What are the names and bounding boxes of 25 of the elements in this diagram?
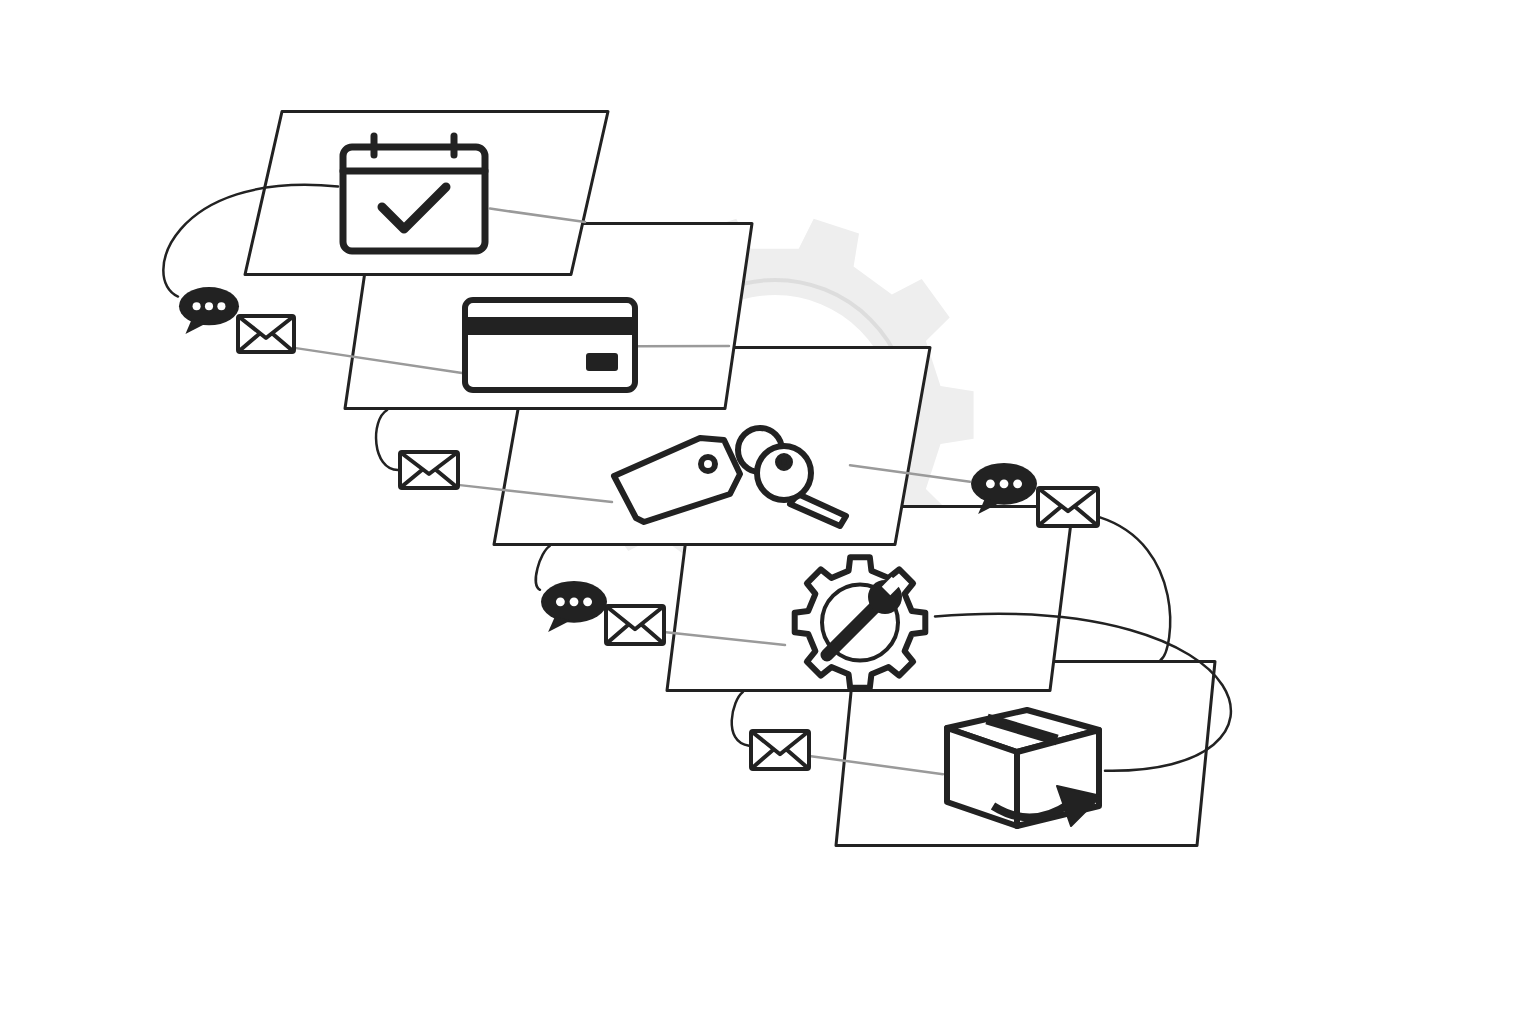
connector-line xyxy=(636,344,731,348)
envelope-icon xyxy=(604,604,666,646)
connector-line xyxy=(1098,516,1172,662)
connector-line xyxy=(488,207,587,224)
calendar-icon xyxy=(338,133,490,255)
connector-line xyxy=(458,483,614,504)
connector-line xyxy=(664,630,787,647)
connector-line xyxy=(730,690,751,747)
chat-bubble-icon xyxy=(970,462,1038,514)
credit-card-icon xyxy=(462,297,638,393)
connector-line xyxy=(933,612,1232,772)
connector-line xyxy=(374,408,400,472)
package-with-arrow-icon xyxy=(943,708,1105,830)
connector-line xyxy=(294,346,464,375)
connector-line xyxy=(534,544,551,591)
slanted-panel xyxy=(245,110,608,276)
connector-line xyxy=(809,754,945,776)
chat-bubble-icon xyxy=(540,580,608,632)
envelope-icon xyxy=(236,314,296,354)
envelope-icon xyxy=(1036,486,1100,528)
connector-line xyxy=(162,183,340,298)
envelope-icon xyxy=(749,729,811,771)
envelope-icon xyxy=(398,450,460,490)
connector-line xyxy=(848,464,972,484)
chat-bubble-icon xyxy=(178,286,240,334)
